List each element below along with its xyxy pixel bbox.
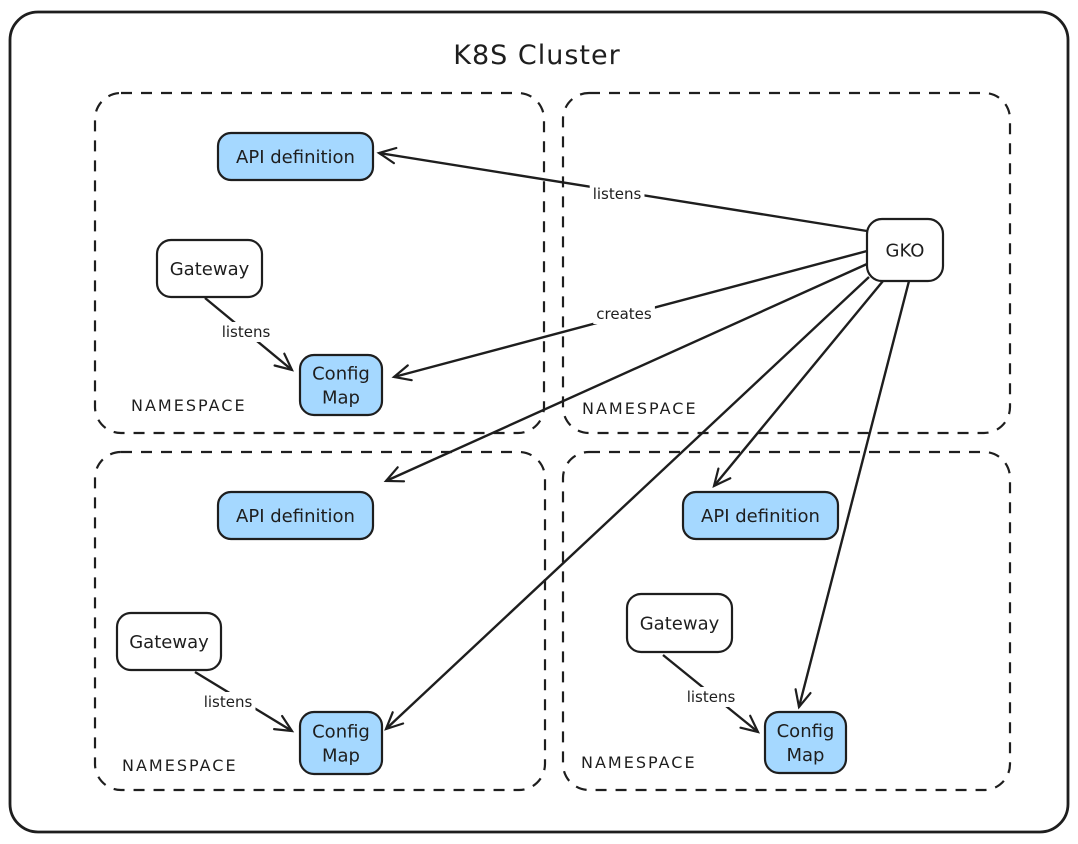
- cluster-border: [8, 10, 1070, 834]
- node-gko: [865, 217, 945, 283]
- namespace-label-bottom-left: NAMESPACE: [122, 756, 238, 775]
- edge-label-bg: [593, 304, 655, 324]
- arrowhead-gko-to-api-definition-bottom-right: [712, 467, 732, 488]
- edge-label-gateway-bottom-left-to-config-map: listens: [204, 693, 253, 711]
- node-label-gateway-bottom-left: Gateway: [129, 632, 209, 653]
- node-label-line: Config: [312, 364, 370, 385]
- arrowhead-gko-to-api-definition-top-left: [376, 146, 398, 165]
- arrowhead-gateway-top-left-to-config-map: [273, 352, 294, 372]
- node-api-definition-bottom-right: [681, 490, 840, 541]
- arrow-gko-to-config-map-bottom-left: [385, 276, 870, 730]
- node-label-gateway-bottom-right: Gateway: [640, 614, 720, 635]
- edge-label-gko-to-api-definition-top-left: listens: [593, 185, 642, 203]
- edge-label-bg: [683, 687, 739, 707]
- edge-label-gateway-top-left-to-config-map: listens: [222, 323, 271, 341]
- node-label-api-definition-bottom-right: API definition: [701, 506, 820, 527]
- edge-label-bg: [200, 692, 256, 712]
- namespace-box-bottom-right: [561, 450, 1012, 792]
- node-label-line: Config: [312, 722, 370, 743]
- arrowhead-gko-to-config-map-bottom-left: [384, 711, 405, 731]
- node-label-gko: GKO: [886, 241, 925, 262]
- arrow-gko-to-api-definition-bottom-right: [713, 280, 884, 487]
- edge-label-gateway-bottom-right-to-config-map: listens: [687, 688, 736, 706]
- namespace-label-top-right: NAMESPACE: [582, 399, 698, 418]
- arrowhead-gko-to-api-definition-bottom-left: [383, 466, 406, 483]
- node-config-map-top-left: [298, 353, 384, 417]
- arrowhead-gateway-bottom-right-to-config-map: [739, 714, 761, 734]
- node-gateway-top-left: [155, 238, 264, 299]
- node-label-line: Config: [777, 721, 835, 742]
- arrowhead-gateway-bottom-left-to-config-map: [273, 714, 295, 733]
- namespace-box-top-right: [561, 91, 1012, 435]
- edge-label-bg: [218, 322, 274, 342]
- edge-label-bg: [589, 184, 645, 204]
- node-label-line: Map: [787, 745, 825, 766]
- node-label-gateway-top-left: Gateway: [170, 259, 250, 280]
- node-gateway-bottom-left: [115, 611, 223, 672]
- node-gateway-bottom-right: [625, 592, 734, 654]
- node-label-api-definition-top-left: API definition: [236, 147, 355, 168]
- namespace-box-top-left: [93, 91, 546, 435]
- namespace-box-bottom-left: [93, 450, 547, 792]
- arrow-gko-to-config-map-bottom-right: [797, 280, 911, 708]
- node-api-definition-top-left: [216, 131, 375, 182]
- arrowhead-gko-to-config-map-bottom-right: [794, 688, 812, 710]
- diagram-title: K8S Cluster: [453, 40, 620, 71]
- namespace-label-top-left: NAMESPACE: [131, 396, 247, 415]
- node-api-definition-bottom-left: [216, 490, 375, 541]
- edge-label-gko-to-config-map-top-left: creates: [596, 305, 652, 323]
- node-label-line: Map: [322, 746, 360, 767]
- namespace-label-bottom-right: NAMESPACE: [581, 753, 697, 772]
- node-label-api-definition-bottom-left: API definition: [236, 506, 355, 527]
- node-label-line: Map: [322, 388, 360, 409]
- node-config-map-bottom-right: [763, 710, 848, 775]
- arrowhead-gko-to-config-map-top-left: [391, 364, 413, 382]
- node-config-map-bottom-left: [298, 710, 384, 776]
- arrow-gko-to-api-definition-bottom-left: [385, 262, 868, 483]
